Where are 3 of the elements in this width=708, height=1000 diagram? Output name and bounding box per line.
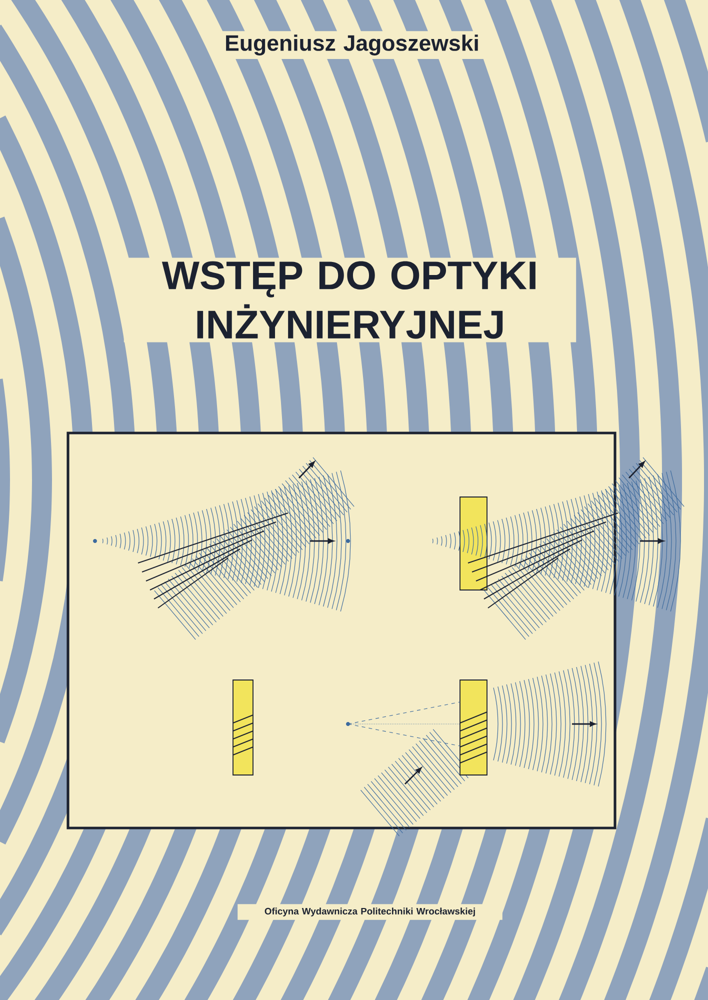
author-name: Eugeniusz Jagoszewski [214,31,490,59]
book-title: WSTĘP DO OPTYKI INŻYNIERYJNEJ [124,258,576,342]
publisher-name: Oficyna Wydawnicza Politechniki Wrocławskiej [238,904,502,920]
